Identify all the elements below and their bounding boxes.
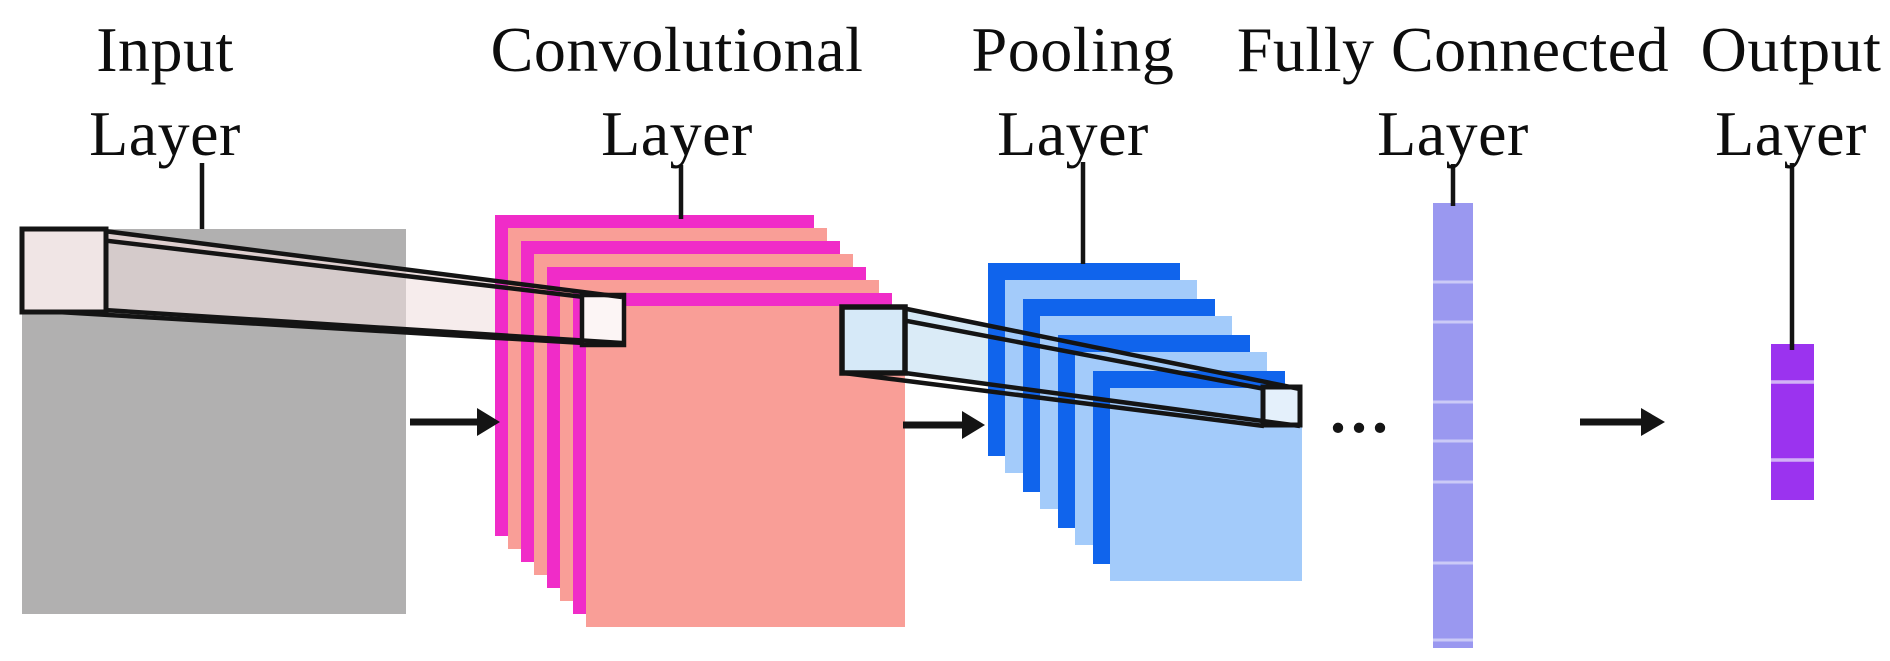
ellipsis-dots: ... — [1330, 375, 1393, 446]
input-beam-edge-top-left — [23, 228, 585, 300]
pool-target-window — [1260, 384, 1303, 428]
label-line2: Layer — [89, 98, 241, 169]
arrow-head-icon — [962, 411, 985, 439]
output-bar — [1771, 344, 1814, 500]
label-convolutional-layer: Convolutional Layer — [491, 8, 864, 176]
input-beam-edge-top-right — [103, 228, 623, 300]
conv-beam-edges — [843, 306, 1301, 429]
conv-beam-edge-bottom-right — [904, 370, 1301, 429]
flow-arrows — [410, 408, 1665, 439]
label-line1: Input — [96, 14, 234, 85]
fully-connected-bar — [1433, 203, 1473, 648]
output-segment-dividers — [1771, 380, 1814, 462]
label-pointer-lines — [199, 162, 1795, 350]
input-beam-edge-bottom-right — [103, 307, 623, 346]
label-input-layer: Input Layer — [89, 8, 241, 176]
label-line1: Pooling — [971, 14, 1175, 85]
conv-beam-edge-top-left — [843, 306, 1266, 392]
label-line2: Layer — [1715, 98, 1867, 169]
arrow-input-to-conv — [410, 408, 500, 436]
label-line2: Layer — [1377, 98, 1529, 169]
conv-feature-map-stack — [495, 215, 905, 627]
label-pooling-layer: Pooling Layer — [972, 8, 1175, 176]
arrow-head-icon — [477, 408, 500, 436]
arrow-fc-to-output — [1580, 408, 1665, 436]
fc-neuron-column — [1433, 203, 1473, 648]
label-line2: Layer — [601, 98, 753, 169]
input-kernel-window — [19, 226, 109, 315]
label-line2: Layer — [997, 98, 1149, 169]
conv-kernel-window — [839, 304, 908, 376]
arrow-conv-to-pool — [903, 411, 985, 439]
label-line1: Fully Connected — [1236, 14, 1670, 85]
fc-segment-dividers — [1433, 280, 1473, 642]
output-neuron-column — [1771, 344, 1814, 500]
label-output-layer: Output Layer — [1701, 8, 1882, 176]
conv-beam-edge-bottom-left — [843, 370, 1265, 429]
input-beam-edges — [23, 228, 623, 346]
arrow-head-icon — [1641, 408, 1665, 436]
label-fully-connected-layer: Fully Connected Layer — [1237, 8, 1669, 176]
conv-beam-edge-top-right — [906, 306, 1301, 392]
label-line1: Output — [1700, 14, 1882, 85]
conv-target-window — [579, 292, 627, 348]
input-beam-edge-bottom-left — [23, 307, 585, 346]
label-line1: Convolutional — [490, 14, 864, 85]
